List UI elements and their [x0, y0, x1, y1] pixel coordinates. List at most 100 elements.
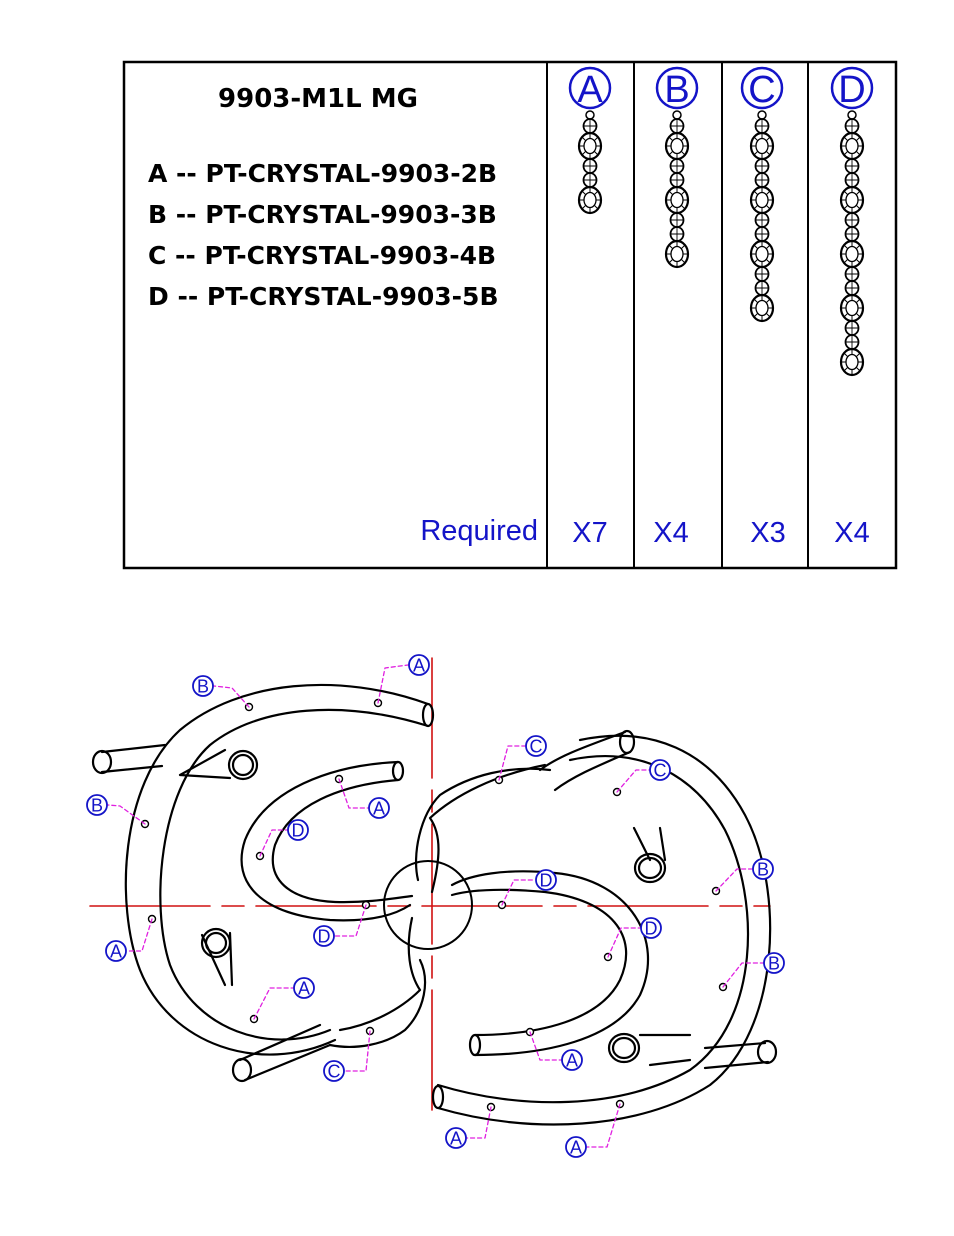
leader-line: [126, 918, 153, 952]
leader-line: [377, 664, 409, 704]
center-hub: [383, 860, 473, 950]
leader-line: [259, 829, 288, 857]
leader-line: [529, 1031, 562, 1061]
callout-badge: [293, 977, 315, 999]
left-inner-arm: [240, 760, 414, 922]
large-crystal: [839, 347, 865, 377]
callout-a: A: [377, 654, 430, 704]
left-lower-arm: [328, 916, 427, 1048]
column-a-badge: [568, 66, 612, 110]
crystal-strand-a: [577, 110, 603, 215]
column-b-qty: X4: [653, 517, 688, 549]
small-crystal: [844, 266, 860, 282]
large-crystal: [839, 131, 865, 161]
small-crystal: [844, 118, 860, 134]
column-a-qty: X7: [572, 517, 607, 549]
callout-letter: D: [540, 871, 553, 891]
callout-badge: [649, 759, 671, 781]
callout-a: A: [529, 1031, 583, 1071]
column-c-letter: C: [748, 69, 775, 111]
large-crystal: [839, 293, 865, 323]
callout-d: D: [501, 869, 557, 906]
leader-line: [213, 685, 250, 708]
leader-line: [107, 804, 146, 825]
column-b-letter: B: [664, 69, 689, 111]
callout-letter: B: [768, 954, 780, 974]
small-crystal: [754, 172, 770, 188]
callout-badge: [535, 869, 557, 891]
left-tubes: [91, 743, 332, 1083]
large-crystal: [664, 185, 690, 215]
part-line-c: C -- PT-CRYSTAL-9903-4B: [148, 241, 496, 270]
small-crystal: [844, 280, 860, 296]
leader-line: [253, 987, 294, 1020]
leader-line: [607, 927, 641, 958]
large-crystal: [839, 185, 865, 215]
large-crystal: [749, 239, 775, 269]
small-crystal: [669, 172, 685, 188]
callout-a: A: [565, 1103, 621, 1158]
small-crystal: [754, 212, 770, 228]
callout-badge: [192, 675, 214, 697]
small-crystal: [582, 158, 598, 174]
leader-line: [501, 879, 536, 906]
leader-line: [616, 769, 650, 793]
small-crystal: [844, 226, 860, 242]
right-tubes: [538, 729, 778, 1070]
callout-badge: [565, 1136, 587, 1158]
column-d-qty: X4: [834, 517, 869, 549]
right-inner-arm: [450, 870, 650, 1057]
leader-line: [722, 962, 764, 988]
small-crystal: [754, 118, 770, 134]
callout-badge: [525, 735, 547, 757]
callout-badge: [561, 1049, 583, 1071]
callout-badge: [105, 940, 127, 962]
part-line-d: D -- PT-CRYSTAL-9903-5B: [148, 282, 499, 311]
callout-badge: [323, 1060, 345, 1082]
crystal-strand-c: [749, 110, 775, 323]
large-crystal: [664, 239, 690, 269]
crystal-strand-d: [839, 110, 865, 377]
left-outer-arc: [124, 683, 435, 1056]
small-crystal: [754, 280, 770, 296]
callout-a: A: [105, 918, 153, 962]
callout-badge: [86, 794, 108, 816]
callout-d: D: [313, 904, 367, 947]
small-crystal: [669, 158, 685, 174]
model-title: 9903-M1L MG: [218, 84, 418, 114]
callout-badge: [763, 952, 785, 974]
column-a-letter: A: [577, 69, 603, 111]
callout-letter: A: [110, 942, 122, 962]
small-crystal: [844, 158, 860, 174]
callout-b: B: [192, 675, 250, 708]
small-crystal: [754, 226, 770, 242]
center-lines: [89, 657, 771, 1121]
callout-d: D: [259, 819, 309, 857]
small-crystal: [754, 158, 770, 174]
callout-d: D: [607, 917, 662, 958]
callout-c: C: [616, 759, 671, 793]
callout-b: B: [722, 952, 785, 988]
part-line-b: B -- PT-CRYSTAL-9903-3B: [148, 200, 497, 229]
callout-letter: D: [318, 927, 331, 947]
callout-b: B: [86, 794, 146, 825]
callout-badge: [408, 654, 430, 676]
small-crystal: [582, 118, 598, 134]
large-crystal: [664, 131, 690, 161]
leader-line: [344, 1030, 371, 1072]
callout-letter: C: [530, 737, 543, 757]
callout-letter: A: [566, 1051, 578, 1071]
callout-a: A: [253, 977, 315, 1020]
hook-ring: [847, 110, 857, 120]
large-crystal: [577, 185, 603, 215]
leader-line: [715, 868, 753, 892]
callout-letter: D: [645, 919, 658, 939]
small-crystal: [669, 212, 685, 228]
small-crystal: [844, 212, 860, 228]
callout-a: A: [445, 1106, 492, 1149]
callout-letter: B: [757, 860, 769, 880]
parts-table: 9903-M1L MG A -- PT-CRYSTAL-9903-2B B --…: [122, 60, 898, 570]
large-crystal: [749, 131, 775, 161]
